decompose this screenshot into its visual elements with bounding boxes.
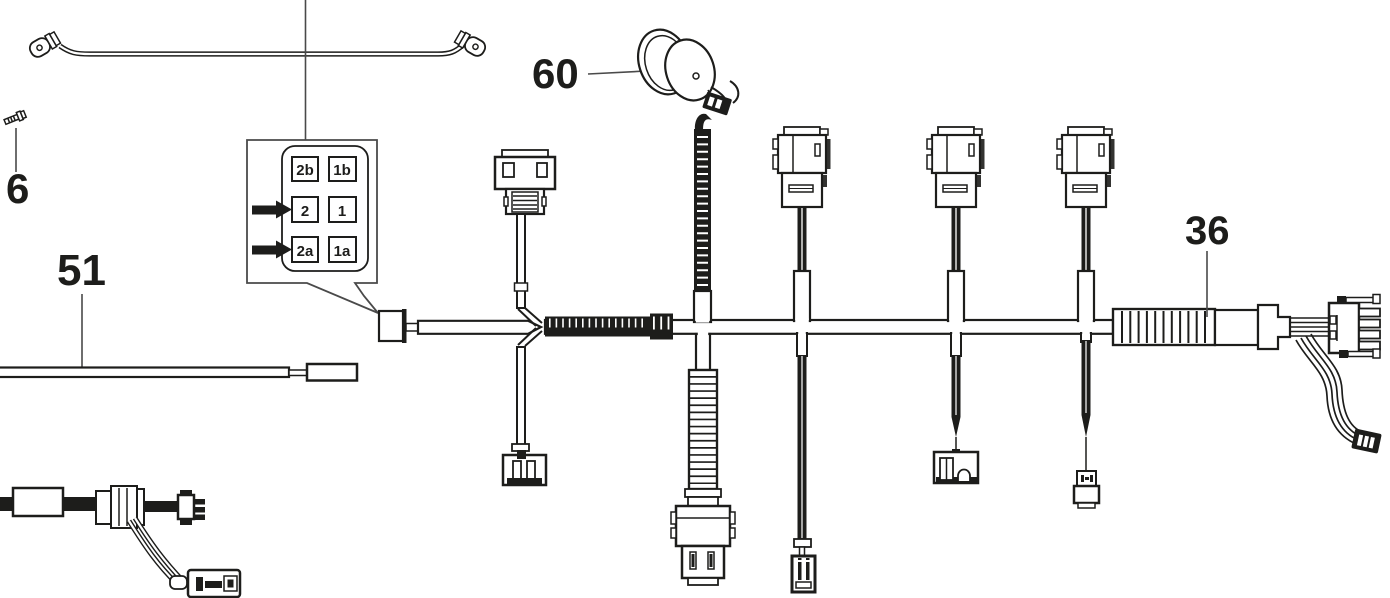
main-tube-left [416, 319, 544, 335]
pin-cell-2b [291, 156, 319, 182]
pin-label-1: 1 [338, 203, 346, 220]
horn-connector [702, 91, 732, 116]
ground-strap [28, 29, 487, 58]
main-harness [377, 113, 1382, 594]
relay-connector-1 [771, 125, 832, 323]
harness-right-corrugation [1111, 303, 1292, 351]
branch2-bottom-connector [790, 332, 817, 594]
pin-label-2b: 2b [296, 162, 314, 179]
arrow-right-icon [252, 240, 292, 259]
harness-inlet-connector [377, 309, 405, 343]
strap-wire [58, 43, 465, 57]
part-label-6: 6 [6, 165, 29, 212]
bottom-left-harness [0, 485, 242, 598]
harness-housing [1256, 303, 1292, 351]
part-label-51: 51 [57, 246, 106, 295]
cable-sleeve-label [11, 486, 65, 518]
pin-cell-1a [328, 236, 357, 263]
center-bottom-connector [670, 504, 736, 586]
taped-wrap-section [545, 313, 673, 340]
center-corrugated-tube-down [670, 332, 736, 586]
ring-terminal-right [453, 29, 487, 57]
pin-cell-1b [328, 156, 357, 182]
connector-pinout-callout: 2b 1b 2 1 2a 1a [246, 139, 379, 314]
ribbon-end-connector [1351, 428, 1382, 454]
relay-connector-3 [1055, 125, 1116, 323]
ring-terminal-left [28, 30, 62, 58]
branch4-bottom-connector [1072, 332, 1101, 509]
pin-label-1a: 1a [334, 243, 351, 260]
part-label-36: 36 [1185, 209, 1230, 253]
branch3-bottom-connector [932, 332, 980, 485]
branch1-top-connector [493, 149, 557, 347]
arrow-right-icon [252, 200, 292, 219]
horn-part [637, 28, 740, 116]
pin-label-1b: 1b [333, 162, 351, 179]
pin-label-2: 2 [301, 203, 309, 220]
harness-ribbon-pigtail [1295, 333, 1382, 454]
pin-cell-1 [328, 196, 357, 223]
harness-end-connector [1291, 293, 1381, 359]
branch1-bottom-socket [501, 346, 548, 487]
antenna-cable [0, 362, 359, 382]
screw-part [3, 109, 28, 172]
pin-connector-right [176, 490, 205, 525]
pin-label-2a: 2a [297, 243, 314, 260]
center-corrugated-tube-up [692, 113, 713, 324]
horn-leader-line [587, 70, 647, 75]
bottom-connector [169, 568, 242, 598]
relay-connector-2 [925, 125, 986, 323]
part-label-60: 60 [532, 50, 579, 97]
